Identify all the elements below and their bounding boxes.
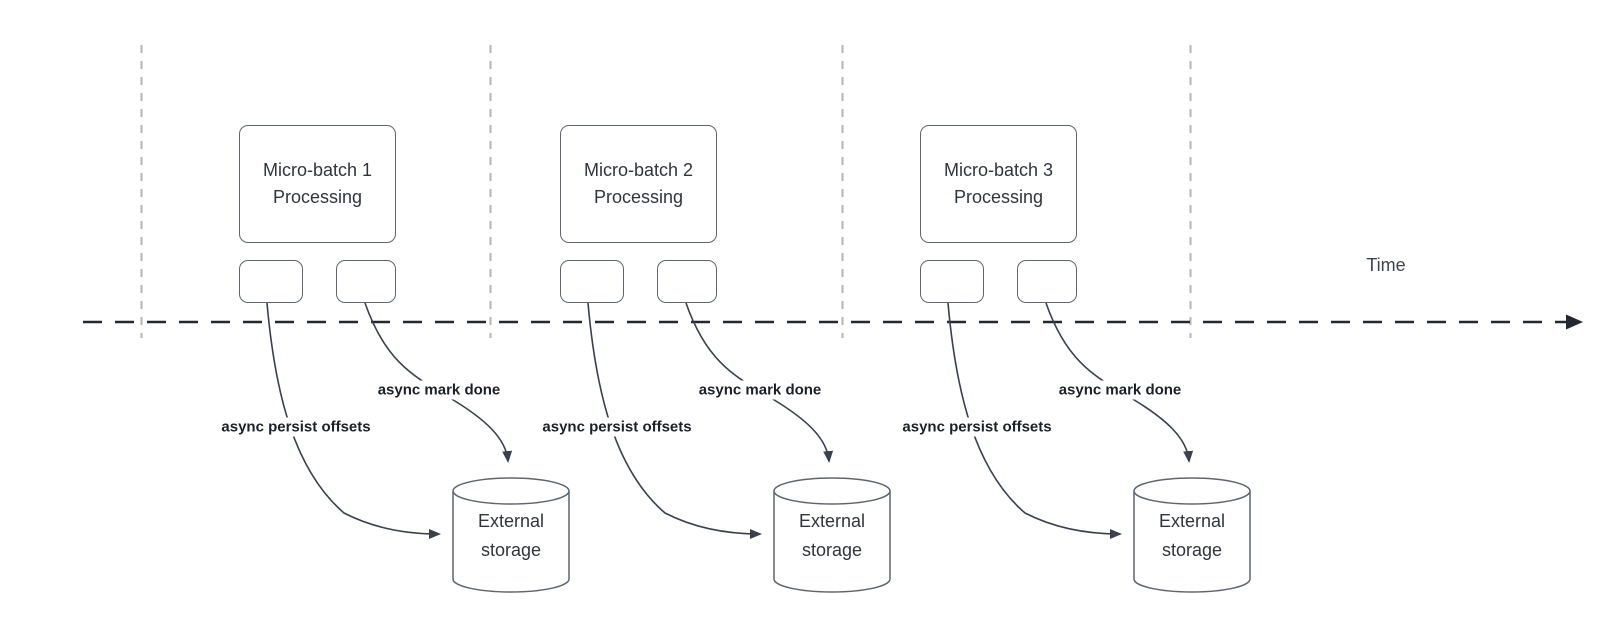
processing-box-label: Micro-batch 3 Processing — [943, 160, 1054, 207]
external-storage-label: External storage — [798, 511, 866, 560]
time-axis — [83, 314, 1583, 330]
done-task-box — [657, 260, 717, 303]
external-storage-cylinder: External storage — [1133, 477, 1251, 594]
time-axis-label: Time — [1366, 255, 1406, 275]
offset-task-box — [560, 260, 624, 303]
persist-offsets-arrow — [266, 302, 441, 539]
processing-box: Micro-batch 3 Processing — [920, 125, 1077, 243]
external-storage-cylinder: External storage — [452, 477, 570, 594]
external-storage-label: External storage — [477, 511, 545, 560]
external-storage-cylinder: External storage — [773, 477, 891, 594]
time-axis-arrowhead-icon — [1566, 314, 1583, 330]
external-storage-label: External storage — [1158, 511, 1226, 560]
persist-offsets-label: async persist offsets — [899, 417, 1055, 437]
persist-offsets-label: async persist offsets — [539, 417, 695, 437]
processing-box-label: Micro-batch 1 Processing — [262, 160, 373, 207]
processing-box: Micro-batch 2 Processing — [560, 125, 717, 243]
micro-batch-1-group: Micro-batch 1 Processing async persist o… — [218, 125, 579, 605]
epoch-boundary-lines — [140, 45, 1192, 338]
done-task-box — [336, 260, 396, 303]
processing-box: Micro-batch 1 Processing — [239, 125, 396, 243]
offset-task-box — [239, 260, 303, 303]
offset-task-box — [920, 260, 984, 303]
mark-done-label: async mark done — [374, 380, 504, 400]
cylinder-shape-icon — [1133, 477, 1251, 593]
persist-offsets-label: async persist offsets — [218, 417, 374, 437]
persist-offsets-arrow — [947, 302, 1122, 539]
micro-batch-2-group: Micro-batch 2 Processing async persist o… — [539, 125, 900, 605]
mark-done-label: async mark done — [695, 380, 825, 400]
done-task-box — [1017, 260, 1077, 303]
micro-batch-3-group: Micro-batch 3 Processing async persist o… — [899, 125, 1260, 605]
cylinder-shape-icon — [773, 477, 891, 593]
persist-offsets-arrow — [587, 302, 762, 539]
cylinder-shape-icon — [452, 477, 570, 593]
processing-box-label: Micro-batch 2 Processing — [583, 160, 694, 207]
mark-done-label: async mark done — [1055, 380, 1185, 400]
